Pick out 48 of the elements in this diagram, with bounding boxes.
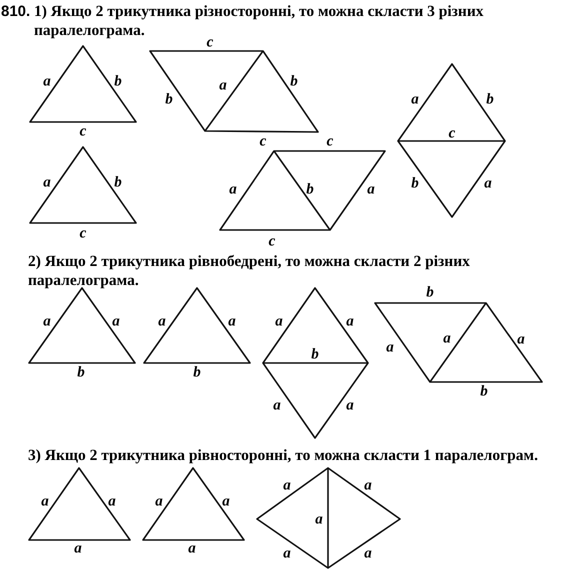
side-label: a — [346, 398, 354, 414]
side-label: a — [367, 182, 375, 198]
side-label: b — [193, 366, 201, 380]
side-label: a — [273, 398, 281, 414]
side-label: a — [155, 494, 163, 510]
side-label: a — [346, 314, 354, 330]
side-label: b — [77, 366, 85, 380]
side-label: a — [443, 332, 451, 346]
side-label: b — [114, 74, 122, 90]
side-label: a — [108, 494, 116, 510]
side-label: c — [448, 126, 456, 142]
side-label: a — [74, 542, 82, 556]
side-label: a — [112, 314, 120, 330]
side-label: b — [114, 176, 122, 190]
side-label: c — [326, 134, 334, 150]
exercise-number: 810. — [1, 3, 30, 20]
side-label: a — [43, 74, 51, 90]
side-label: b — [290, 74, 298, 90]
side-label: b — [306, 182, 314, 198]
side-label: a — [484, 176, 492, 192]
side-label: b — [486, 92, 494, 108]
side-label: a — [43, 314, 51, 330]
side-label: a — [275, 314, 283, 330]
side-label: a — [517, 332, 525, 348]
side-label: a — [283, 546, 291, 562]
side-label: c — [80, 124, 86, 140]
side-label: a — [158, 314, 166, 330]
side-label: a — [219, 78, 227, 94]
side-label: a — [229, 182, 237, 198]
side-label: c — [80, 226, 86, 242]
exercise-text: 3) Якщо 2 трикутника рівносторонні, то можна скласти 1 паралелограм. — [28, 446, 539, 465]
side-label: a — [386, 340, 394, 356]
side-label: a — [41, 494, 49, 510]
side-label: a — [411, 92, 419, 108]
side-label: a — [188, 542, 196, 556]
side-label: c — [260, 134, 266, 150]
side-label: b — [165, 92, 173, 108]
side-label: b — [411, 176, 419, 192]
side-label: a — [43, 176, 51, 190]
side-label: b — [480, 384, 488, 400]
side-label: a — [283, 478, 291, 494]
side-label: a — [315, 512, 323, 528]
side-label: a — [364, 546, 372, 562]
side-label: b — [311, 348, 319, 362]
side-label: a — [228, 314, 236, 330]
side-label: c — [268, 234, 276, 250]
side-label: a — [364, 478, 372, 494]
side-label: a — [222, 494, 230, 510]
